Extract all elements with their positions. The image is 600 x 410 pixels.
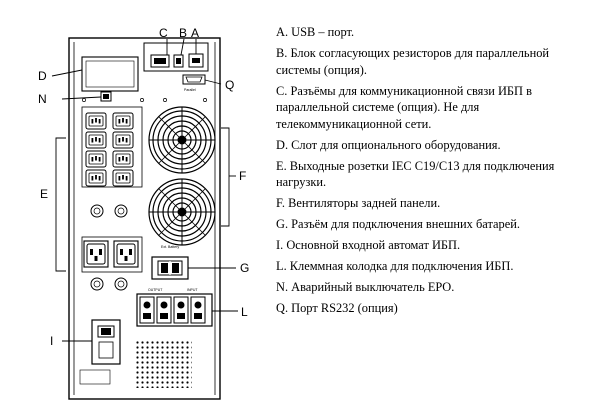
callout-f: F — [239, 169, 246, 183]
legend-item-d: D. Слот для опционального оборудования. — [276, 137, 501, 152]
panel-label-parallel: Parallel — [184, 88, 196, 92]
legend-item-c: C. Разъёмы для коммуникационной связи ИБ… — [276, 83, 532, 131]
callout-c: C — [159, 26, 168, 40]
legend-item-q: Q. Порт RS232 (опция) — [276, 301, 398, 316]
callout-q: Q — [225, 78, 234, 92]
c19-outlet-group — [81, 236, 143, 273]
rating-label-plate — [79, 369, 111, 385]
callout-e: E — [40, 187, 48, 201]
ventilation-grille — [136, 340, 192, 388]
callout-l: L — [241, 305, 248, 319]
legend-item-a: A. USB – порт. — [276, 25, 355, 39]
leader-d — [51, 69, 83, 77]
usb-port — [188, 53, 204, 68]
c13-outlet-group — [81, 106, 143, 188]
c13-outlet — [85, 150, 107, 168]
c13-outlet — [85, 169, 107, 187]
legend-item-b: B. Блок согласующих резисторов для парал… — [276, 45, 550, 77]
panel-label-ext-battery: Ext. Battery — [161, 245, 179, 249]
c19-outlet — [113, 240, 139, 268]
c13-outlet — [112, 131, 134, 149]
c13-outlet — [85, 112, 107, 130]
input-breaker — [91, 319, 121, 365]
epo-switch — [100, 91, 112, 102]
bracket-e — [55, 137, 66, 272]
callout-a: A — [191, 26, 199, 40]
rear-fan — [148, 106, 216, 174]
leader-b — [180, 38, 185, 56]
external-battery-connector — [151, 256, 189, 280]
legend-item-g: G. Разъём для подключения внешних батаре… — [276, 217, 520, 232]
leader-lines — [51, 38, 238, 342]
leader-n — [61, 96, 102, 100]
callout-b: B — [179, 26, 187, 40]
callout-n: N — [38, 92, 47, 106]
parallel-resistor-block — [173, 54, 184, 68]
c19-outlet — [83, 240, 109, 268]
round-knockouts — [90, 204, 128, 291]
callout-g: G — [240, 261, 249, 275]
callout-i: I — [50, 334, 53, 348]
c13-outlet — [112, 150, 134, 168]
option-slot — [81, 56, 139, 92]
c13-outlet — [85, 131, 107, 149]
legend-item-e: E. Выходные розетки IEC C19/C13 для подк… — [276, 158, 555, 190]
bracket-f — [221, 127, 230, 227]
ups-rear-panel-diagram: Parallel — [38, 26, 249, 400]
legend-item-f: F. Вентиляторы задней панели. — [276, 196, 441, 211]
leader-q — [204, 79, 222, 85]
panel-label-input: INPUT — [187, 288, 198, 292]
panel-label-output: OUTPUT — [148, 288, 163, 292]
terminal-block — [136, 293, 213, 327]
rs232-port — [182, 74, 206, 85]
screws — [82, 98, 207, 102]
legend-list: A. USB – порт. B. Блок согласующих резис… — [276, 24, 594, 321]
legend-item-l: L. Клеммная колодка для подключения ИБП. — [276, 259, 514, 274]
c13-outlet — [112, 169, 134, 187]
c13-outlet — [112, 112, 134, 130]
legend-item-n: N. Аварийный выключатель EPO. — [276, 280, 455, 295]
legend-item-i: I. Основной входной автомат ИБП. — [276, 238, 461, 253]
callout-d: D — [38, 69, 47, 83]
rear-fan — [148, 178, 216, 246]
